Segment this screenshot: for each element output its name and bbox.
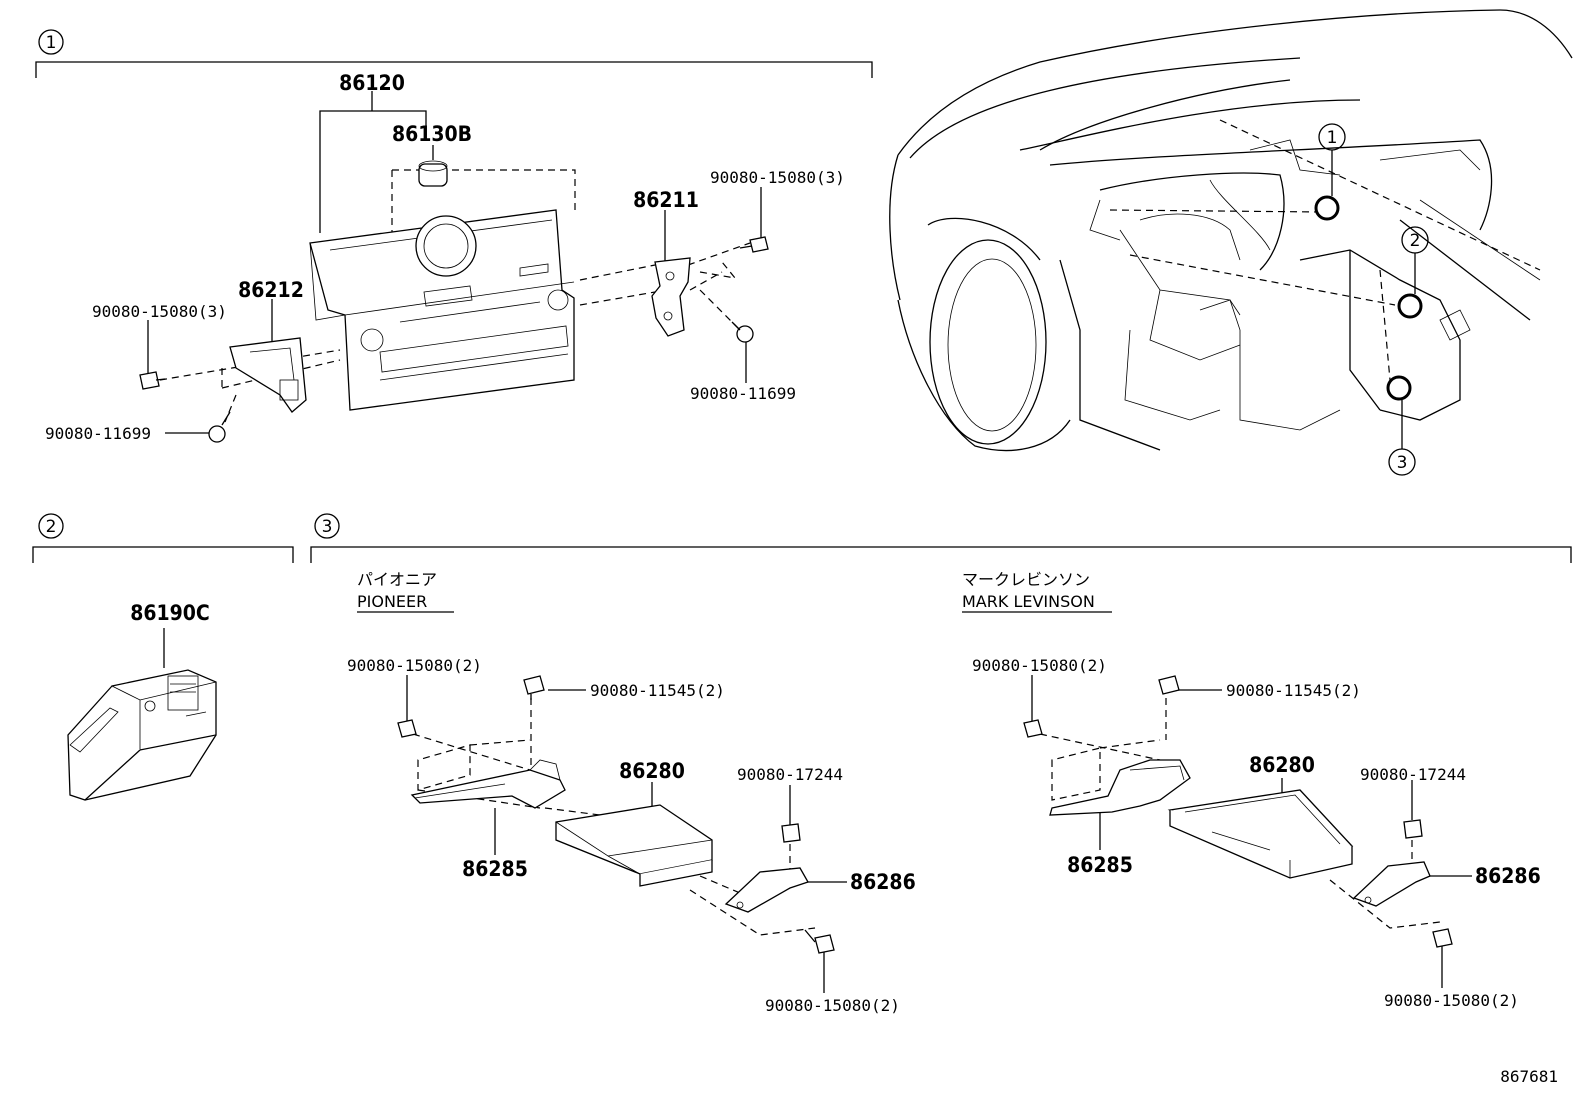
label-86212: 86212	[238, 278, 304, 302]
screw-right	[731, 321, 754, 343]
levinson-amplifier-assembly: 90080-15080(2) 90080-11545(2) 86280 9008…	[972, 656, 1541, 1010]
svg-text:1: 1	[1327, 128, 1338, 148]
bracket-86212	[229, 337, 307, 413]
svg-text:2: 2	[46, 517, 57, 537]
section-2-bracket	[32, 546, 294, 563]
vehicle-locator-view: 1 2 3	[889, 9, 1573, 476]
label-pioneer-bolt-a: 90080-15080(2)	[347, 656, 482, 675]
levinson-heading: MARK LEVINSON	[962, 592, 1095, 611]
bolt-top-right	[739, 236, 769, 253]
pioneer-jp-heading: パイオニア	[357, 570, 437, 589]
section-2: 2 86190C	[32, 513, 294, 801]
location-marker-2	[1397, 293, 1423, 319]
pioneer-amplifier-assembly: 90080-15080(2) 90080-11545(2) 86280 9008…	[347, 656, 916, 1015]
label-levinson-86286: 86286	[1475, 864, 1541, 888]
label-levinson-bolt-a: 90080-15080(2)	[972, 656, 1107, 675]
leader-86120	[319, 110, 427, 233]
locator-callout-1	[1318, 123, 1346, 151]
section-1-marker	[38, 29, 64, 55]
label-screw-right: 90080-11699	[690, 384, 796, 403]
location-marker-3	[1386, 375, 1412, 401]
knob-86130B	[418, 160, 448, 187]
svg-text:3: 3	[322, 517, 333, 537]
locator-callout-3	[1388, 448, 1416, 476]
bracket-86211	[651, 257, 691, 337]
label-86211: 86211	[633, 188, 699, 212]
label-pioneer-86286: 86286	[850, 870, 916, 894]
label-levinson-bolt-b: 90080-11545(2)	[1226, 681, 1361, 700]
label-bolt-top-right: 90080-15080(3)	[710, 168, 845, 187]
label-levinson-amp: 86280	[1249, 753, 1315, 777]
label-levinson-86285: 86285	[1067, 853, 1133, 877]
label-pioneer-bolt-c: 90080-15080(2)	[765, 996, 900, 1015]
svg-text:2: 2	[1410, 231, 1421, 251]
label-86130B: 86130B	[392, 122, 472, 146]
section-1: 1	[35, 29, 873, 443]
label-levinson-nut: 90080-17244	[1360, 765, 1466, 784]
front-wheel	[929, 239, 1047, 445]
locator-callout-2	[1401, 226, 1429, 254]
section-3-bracket	[310, 546, 1572, 563]
usb-port-86190C	[67, 669, 217, 801]
section-3-marker	[314, 513, 340, 539]
label-pioneer-86285: 86285	[462, 857, 528, 881]
section-1-number: 1	[46, 33, 57, 53]
section-2-marker	[38, 513, 64, 539]
label-86190C: 86190C	[130, 601, 210, 625]
location-marker-1	[1314, 195, 1340, 221]
section-3: 3 パイオニア PIONEER マークレビンソン MARK LEVINSON	[310, 513, 1572, 1015]
label-bolt-top-left: 90080-15080(3)	[92, 302, 227, 321]
head-unit-86120	[309, 209, 575, 411]
section-1-bracket	[35, 61, 873, 78]
svg-text:3: 3	[1397, 453, 1408, 473]
pioneer-heading: PIONEER	[357, 592, 427, 611]
label-86120: 86120	[339, 71, 405, 95]
bolt-top-left	[139, 371, 166, 390]
label-pioneer-amp: 86280	[619, 759, 685, 783]
figure-id: 867681	[1500, 1067, 1558, 1086]
label-screw-left: 90080-11699	[45, 424, 151, 443]
label-pioneer-bolt-b: 90080-11545(2)	[590, 681, 725, 700]
levinson-jp-heading: マークレビンソン	[962, 570, 1090, 589]
screw-left	[208, 411, 231, 443]
label-pioneer-nut: 90080-17244	[737, 765, 843, 784]
label-levinson-bolt-c: 90080-15080(2)	[1384, 991, 1519, 1010]
